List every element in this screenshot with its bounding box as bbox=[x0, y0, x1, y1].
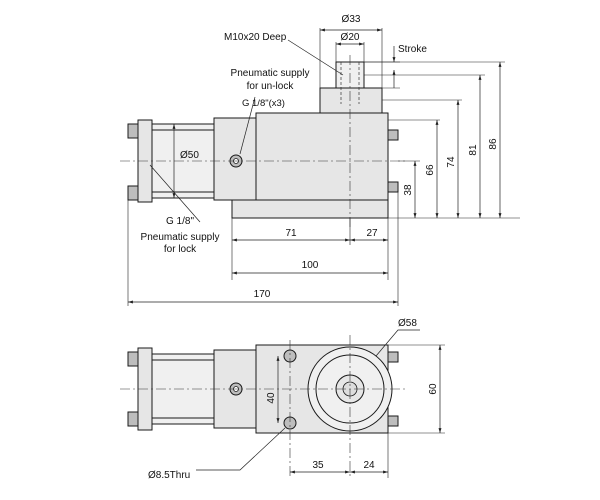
dim-dia-50: Ø50 bbox=[180, 150, 199, 161]
port-callout-g18: G 1/8" bbox=[166, 216, 194, 227]
dim-66: 66 bbox=[425, 164, 436, 176]
port-callout-g18-x3: G 1/8"(x3) bbox=[242, 98, 285, 109]
stroke-label: Stroke bbox=[398, 44, 427, 55]
dim-60: 60 bbox=[428, 383, 439, 395]
top-bolt-lower bbox=[387, 415, 399, 427]
base-plate bbox=[231, 199, 389, 219]
thru-hole-callout: Ø8.5Thru bbox=[148, 470, 190, 481]
body-bolt-lower bbox=[387, 181, 399, 193]
dim-74: 74 bbox=[446, 156, 457, 168]
dim-24: 24 bbox=[363, 460, 375, 471]
dim-dia-58: Ø58 bbox=[398, 318, 417, 329]
dim-38: 38 bbox=[403, 184, 414, 196]
thread-callout: M10x20 Deep bbox=[224, 32, 287, 43]
dim-35: 35 bbox=[312, 460, 324, 471]
dim-81: 81 bbox=[468, 144, 479, 156]
body-bolt-upper bbox=[387, 129, 399, 141]
end-nut-upper bbox=[127, 123, 139, 139]
top-bolt-upper bbox=[387, 351, 399, 363]
top-view: Ø58 40 60 Ø8.5Thru 35 24 bbox=[120, 318, 445, 481]
dim-86: 86 bbox=[488, 138, 499, 150]
plunger-housing bbox=[319, 87, 383, 114]
dim-40: 40 bbox=[266, 392, 277, 404]
end-nut-lower bbox=[127, 185, 139, 201]
unlock-supply-label-line2: for un-lock bbox=[247, 81, 295, 92]
dim-170: 170 bbox=[254, 289, 271, 300]
dim-dia-33: Ø33 bbox=[342, 14, 361, 25]
unlock-supply-label-line1: Pneumatic supply bbox=[231, 68, 310, 79]
side-view: Ø33 Ø20 M10x20 Deep Stroke Pneumatic sup… bbox=[120, 14, 520, 306]
lock-supply-label-line1: Pneumatic supply bbox=[141, 232, 220, 243]
dim-dia-20: Ø20 bbox=[341, 32, 360, 43]
dim-100: 100 bbox=[302, 260, 319, 271]
lock-supply-label-line2: for lock bbox=[164, 244, 197, 255]
dim-27: 27 bbox=[366, 228, 378, 239]
dim-71: 71 bbox=[285, 228, 297, 239]
clamp-body bbox=[255, 112, 389, 201]
